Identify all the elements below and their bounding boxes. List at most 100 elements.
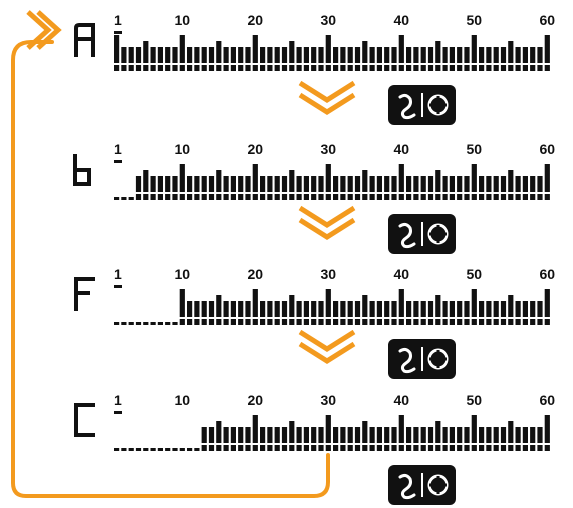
segment-on — [406, 47, 412, 63]
segment-on-base — [500, 445, 507, 451]
segment-on-base — [333, 445, 339, 451]
segment-on-base — [223, 194, 229, 200]
segment-on-base — [245, 65, 251, 71]
segment-on — [544, 164, 550, 192]
segment-on-base — [143, 194, 149, 200]
segment-on — [544, 289, 550, 317]
segment-on — [252, 164, 258, 192]
segment-on-base — [384, 445, 390, 451]
segment-on — [457, 176, 463, 192]
segment-on — [413, 301, 419, 317]
segment-on-base — [500, 194, 507, 200]
segment-on — [201, 427, 207, 443]
segment-on — [267, 47, 273, 63]
segment-on-base — [318, 319, 324, 325]
segment-on-base — [216, 319, 222, 325]
segment-on — [544, 35, 550, 63]
segment-off — [143, 322, 149, 325]
segment-on — [522, 176, 528, 192]
segment-on-base — [216, 445, 222, 451]
segment-on-base — [420, 445, 426, 451]
segment-on-base — [260, 194, 266, 200]
segment-on-base — [544, 194, 550, 200]
segment-on — [435, 170, 441, 192]
segment-on — [187, 176, 193, 192]
segment-on — [384, 47, 390, 63]
segment-on — [296, 301, 302, 317]
segment-on-base — [354, 65, 361, 71]
segment-on — [289, 170, 295, 192]
segment-on-base — [457, 65, 463, 71]
segment-off — [121, 448, 127, 451]
segment-on — [398, 289, 404, 317]
segment-on — [354, 427, 361, 443]
segment-off — [187, 448, 193, 451]
segment-on — [508, 170, 514, 192]
segment-on — [238, 301, 244, 317]
segment-on-base — [369, 65, 375, 71]
segment-on-base — [230, 445, 236, 451]
segment-on-base — [406, 319, 412, 325]
segment-on-base — [391, 194, 397, 200]
segment-on-base — [303, 319, 309, 325]
segment-on-base — [530, 319, 536, 325]
scale-label: 1 — [114, 141, 122, 157]
segment-on-base — [449, 65, 455, 71]
segment-on — [398, 164, 404, 192]
segment-on — [544, 415, 550, 443]
segment-on-base — [143, 65, 149, 71]
segment-on — [522, 301, 528, 317]
segment-on-base — [340, 319, 346, 325]
segment-on — [435, 41, 441, 63]
segment-on — [296, 47, 302, 63]
segment-on-base — [238, 445, 244, 451]
segment-on-base — [471, 194, 477, 200]
segment-on — [289, 295, 295, 317]
segment-on-base — [376, 65, 382, 71]
segment-on — [406, 176, 412, 192]
segment-on — [362, 41, 368, 63]
segment-on — [238, 47, 244, 63]
segment-on — [230, 301, 236, 317]
segment-on — [508, 41, 514, 63]
segment-on — [245, 176, 251, 192]
segment-on-base — [427, 65, 434, 71]
segment-on — [354, 47, 361, 63]
segment-on — [479, 427, 485, 443]
segment-on-base — [325, 65, 331, 71]
segment-on — [289, 421, 295, 443]
segment-on-base — [369, 194, 375, 200]
segment-on-base — [376, 445, 382, 451]
mode-letter-C — [74, 403, 95, 437]
segment-on-base — [347, 194, 353, 200]
segment-off — [135, 322, 142, 325]
segment-on-base — [201, 445, 207, 451]
segment-on-base — [508, 319, 514, 325]
scale-label: 1 — [114, 266, 122, 282]
scale-label: 20 — [248, 266, 264, 282]
scale-label: 20 — [248, 141, 264, 157]
segment-on — [347, 47, 353, 63]
segment-on-base — [420, 194, 426, 200]
segment-on-base — [391, 445, 397, 451]
segment-on-base — [223, 65, 229, 71]
segment-on-base — [442, 65, 448, 71]
segment-on — [471, 415, 477, 443]
segment-on-base — [281, 194, 288, 200]
segment-on-base — [281, 445, 288, 451]
segment-on-base — [333, 319, 339, 325]
segment-on — [296, 427, 302, 443]
segment-on-base — [194, 194, 200, 200]
segment-on-base — [296, 65, 302, 71]
segment-on — [354, 301, 361, 317]
segment-on — [464, 176, 470, 192]
segment-on-base — [406, 194, 412, 200]
segment-on — [216, 295, 222, 317]
brightness-focus-badge-icon — [388, 339, 456, 379]
segment-on-base — [296, 319, 302, 325]
segment-off — [157, 322, 163, 325]
segment-on-base — [515, 65, 521, 71]
segment-on — [325, 289, 331, 317]
segment-on — [500, 427, 507, 443]
